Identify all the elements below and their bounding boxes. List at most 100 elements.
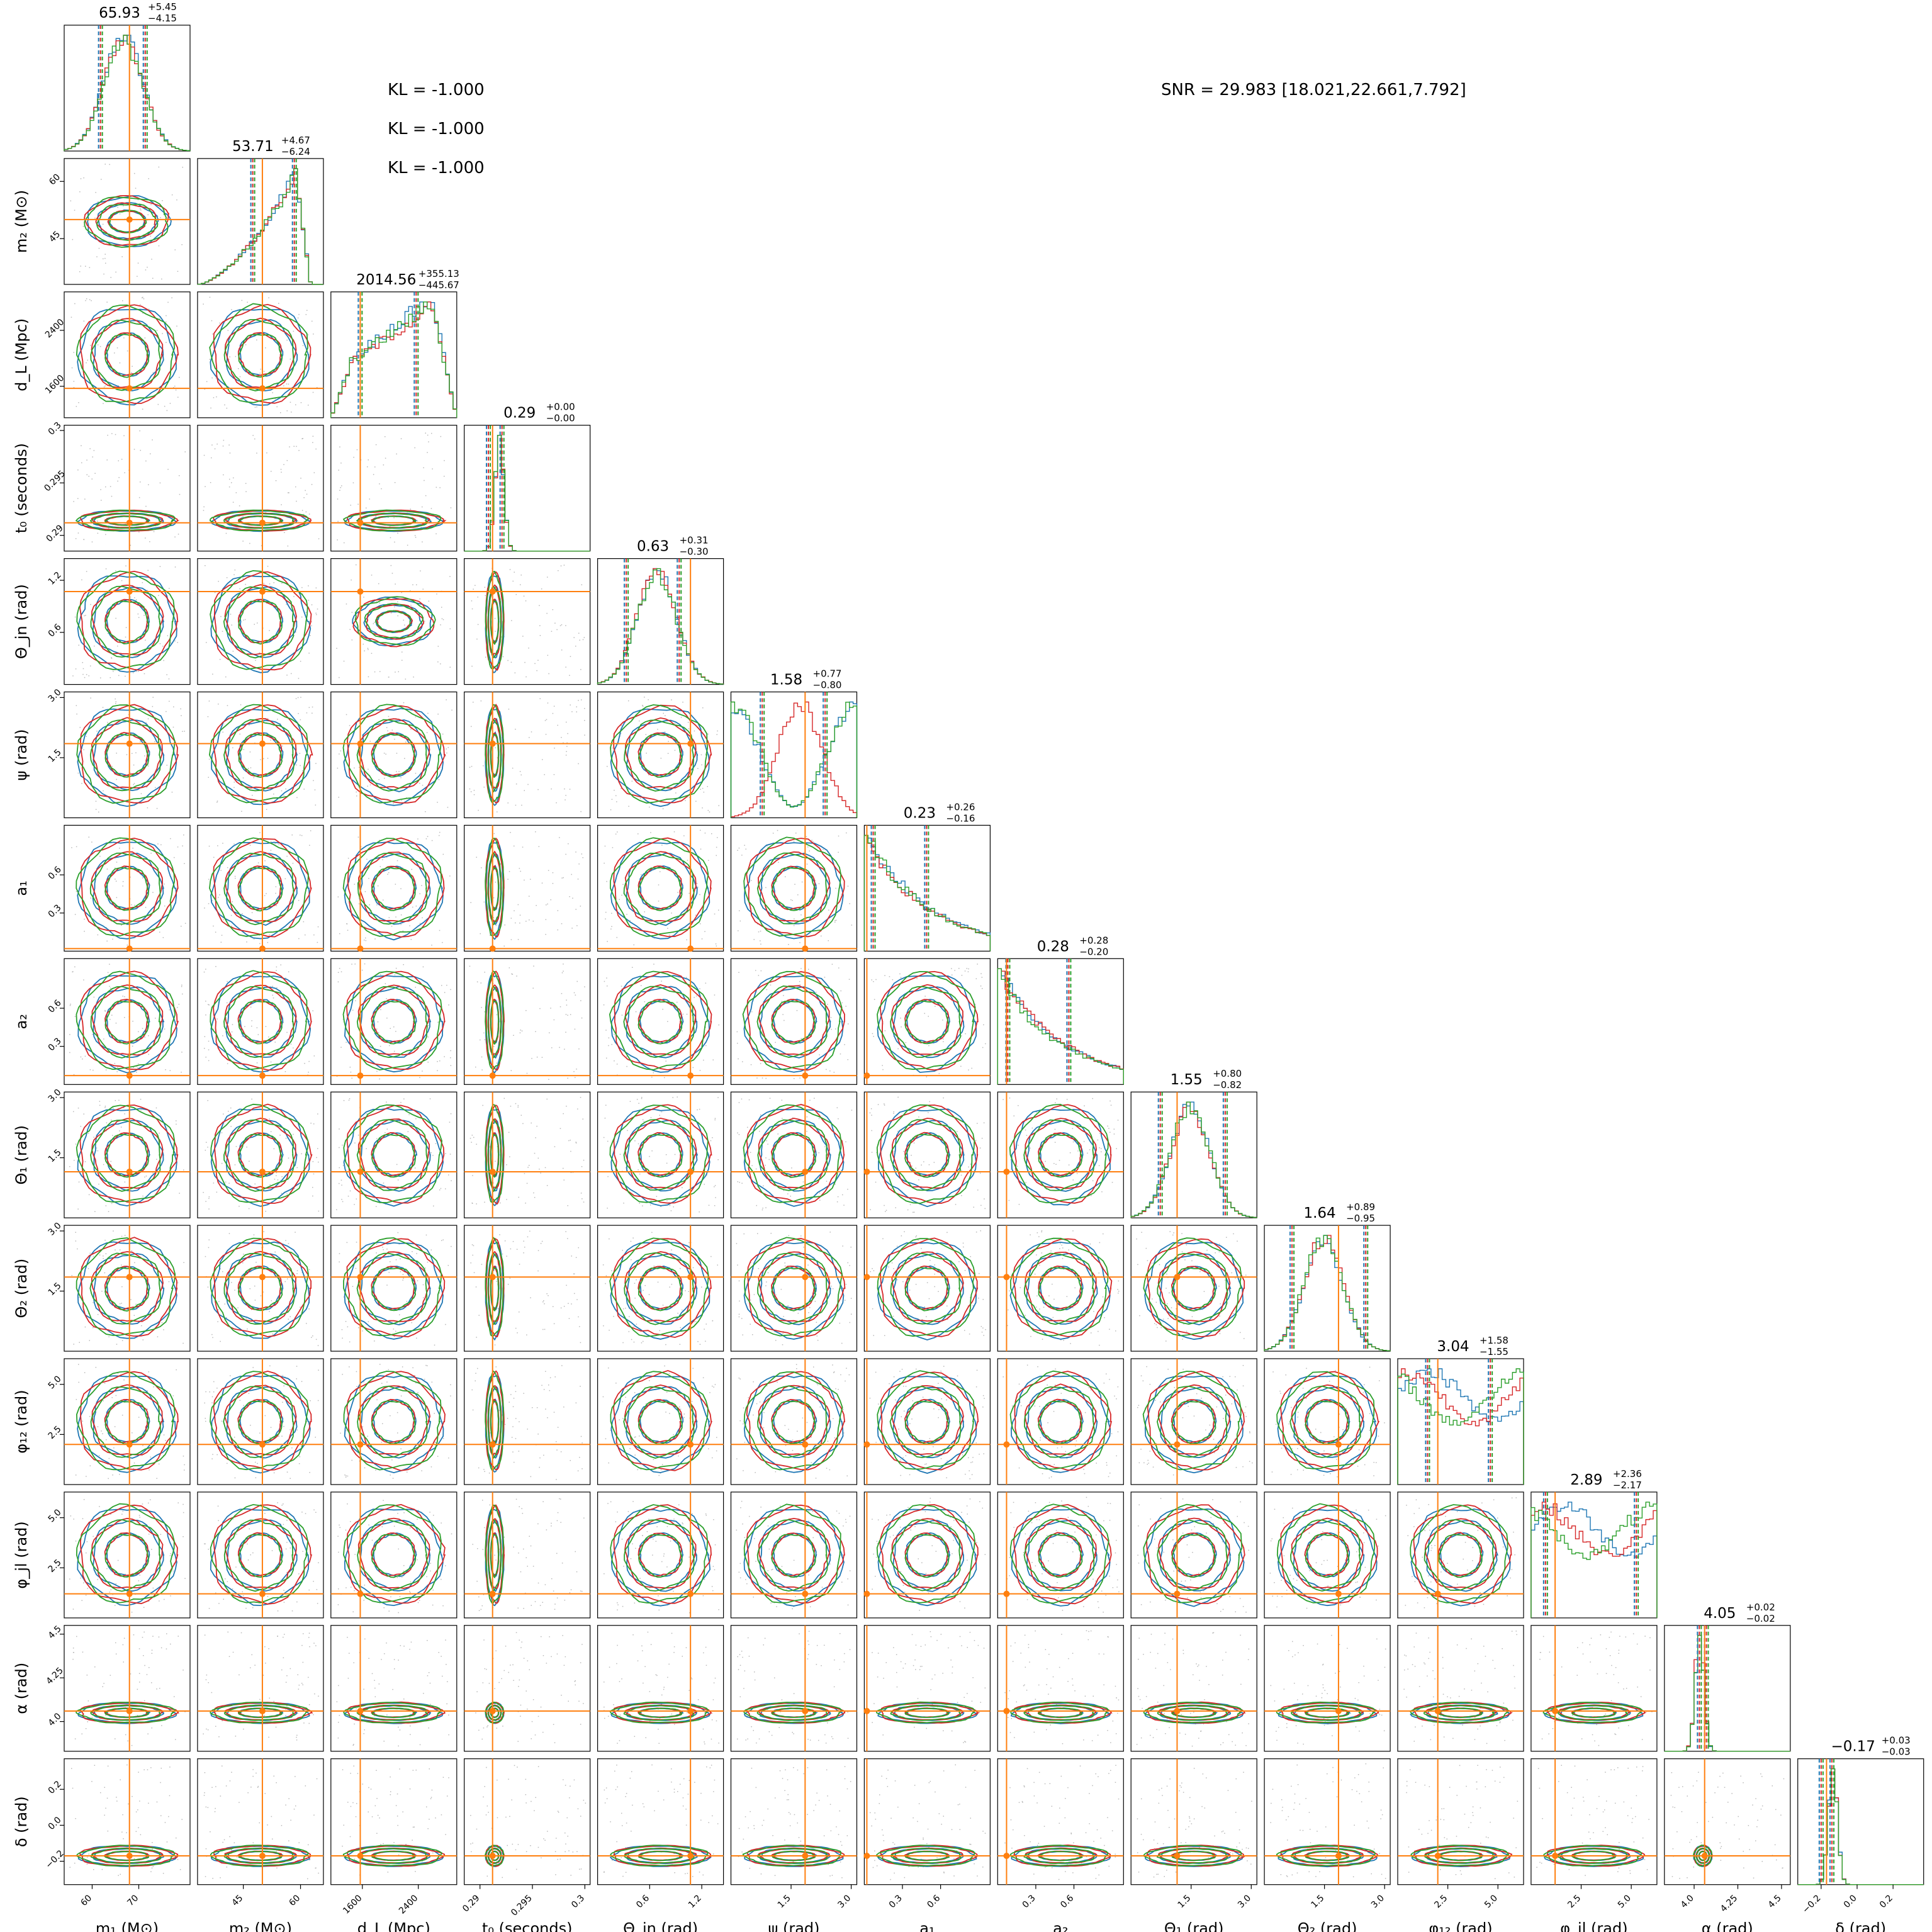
panel-frame — [863, 958, 991, 1085]
contour-line — [96, 203, 159, 241]
contour-line — [1143, 1237, 1242, 1337]
panel-frame — [730, 824, 858, 952]
truth-marker — [802, 945, 809, 952]
truth-marker — [1003, 1707, 1010, 1714]
contour-line — [238, 1708, 283, 1718]
contour-line — [1143, 1503, 1243, 1603]
contour-line — [238, 1000, 283, 1045]
histogram-panel: 2014.56+355.13−445.67 — [330, 268, 459, 418]
contour-panel — [597, 824, 724, 952]
sample-points — [203, 435, 320, 547]
x-tick-label: 5.0 — [1616, 1893, 1633, 1910]
contour-line — [1009, 1503, 1109, 1604]
contour-line — [371, 732, 416, 777]
contour-line — [239, 1534, 283, 1578]
panel-frame — [64, 1091, 191, 1218]
truth-marker — [1174, 1852, 1181, 1859]
contour-line — [1158, 1704, 1231, 1721]
contour-line — [889, 1386, 962, 1458]
contour-panel — [197, 1225, 324, 1352]
contour-line — [485, 1370, 505, 1471]
contour-line — [487, 852, 502, 926]
contour-line — [485, 1104, 505, 1205]
contour-line — [1276, 1701, 1376, 1724]
title-plus-error: +0.31 — [680, 535, 709, 546]
histogram-step — [730, 701, 858, 818]
parameter-title: 65.93 — [99, 5, 140, 21]
histogram-panel: 53.71+4.67−6.24 — [197, 135, 324, 285]
x-axis-label: a₂ — [1053, 1920, 1068, 1932]
contour-line — [213, 303, 312, 404]
contour-panel — [330, 824, 458, 952]
sample-points — [336, 564, 451, 680]
contour-line — [1277, 1375, 1378, 1473]
contour-line — [1023, 1119, 1095, 1191]
y-axis-label: d_L (Mpc) — [13, 318, 30, 391]
truth-marker — [1174, 1590, 1181, 1597]
title-minus-error: −0.95 — [1346, 1213, 1375, 1224]
truth-marker — [489, 588, 496, 595]
title-plus-error: +0.26 — [946, 801, 975, 812]
contour-line — [746, 838, 845, 938]
contour-line — [891, 984, 963, 1055]
panel-frame — [197, 958, 324, 1085]
contour-line — [880, 1371, 979, 1471]
panel-frame — [330, 1091, 458, 1218]
panel-frame — [464, 425, 591, 552]
panel-frame — [197, 1091, 324, 1218]
contour-line — [1013, 1104, 1112, 1204]
panel-frame — [64, 1625, 191, 1752]
contour-line — [213, 971, 312, 1071]
contour-line — [637, 1708, 683, 1719]
contour-line — [104, 1707, 149, 1718]
contour-line — [343, 1371, 442, 1471]
truth-marker — [259, 385, 266, 392]
contour-line — [209, 837, 309, 937]
contour-line — [743, 1104, 842, 1203]
contour-line — [104, 1266, 149, 1310]
histogram-step — [197, 168, 323, 285]
contour-line — [371, 1400, 416, 1445]
panel-frame — [1130, 1225, 1257, 1352]
contour-panel — [597, 1625, 724, 1752]
contour-line — [1291, 1704, 1364, 1721]
contour-line — [637, 867, 683, 911]
parameter-title: 1.55 — [1171, 1072, 1203, 1088]
contour-line — [771, 1267, 816, 1311]
contour-line — [237, 1267, 283, 1311]
parameter-title: 3.04 — [1437, 1339, 1469, 1355]
contour-panel — [863, 1091, 991, 1218]
x-tick-label: 70 — [125, 1893, 140, 1908]
contour-line — [623, 986, 695, 1059]
contour-line — [224, 1384, 297, 1456]
panel-frame — [1264, 1225, 1391, 1352]
contour-panel — [597, 1491, 724, 1619]
contour-line — [1557, 1705, 1629, 1721]
contour-panel — [1130, 1358, 1257, 1485]
contour-line — [743, 1108, 845, 1207]
kl-annotation-2: KL = -1.000 — [388, 120, 485, 138]
contour-line — [237, 598, 282, 644]
panel-frame — [597, 1225, 724, 1352]
contour-line — [1158, 1517, 1230, 1589]
title-plus-error: +0.28 — [1079, 935, 1108, 946]
contour-line — [343, 1108, 444, 1207]
parameter-title: 2014.56 — [356, 272, 416, 288]
contour-line — [487, 1386, 502, 1459]
contour-line — [237, 332, 282, 377]
contour-line — [759, 986, 831, 1059]
x-tick-label: 4.25 — [1719, 1893, 1739, 1914]
panel-frame — [730, 1491, 858, 1619]
truth-marker — [126, 519, 133, 526]
sample-points — [203, 1765, 319, 1880]
contour-line — [1171, 1267, 1216, 1311]
histogram-step — [1130, 1101, 1257, 1218]
contour-line — [1171, 1266, 1215, 1310]
x-tick-label: 45 — [230, 1893, 245, 1908]
contour-line — [490, 1000, 500, 1045]
